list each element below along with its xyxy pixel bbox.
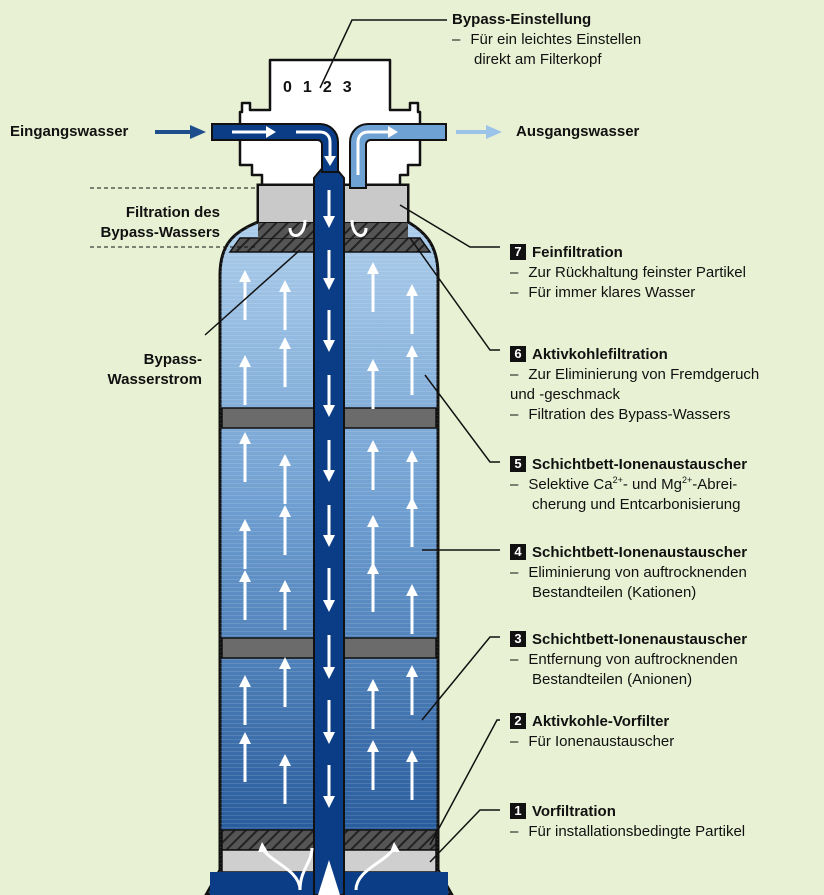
bypass-curl-arrows — [288, 219, 368, 237]
stage-3-number: 3 — [510, 631, 526, 647]
bypass-setting-desc-2: direkt am Filterkopf — [474, 51, 602, 68]
filter-head — [238, 58, 422, 187]
up-arrow — [406, 665, 418, 715]
stage-4-title: Schichtbett-Ionenaustauscher — [532, 544, 748, 561]
tube-inlet — [318, 860, 340, 895]
up-arrow — [279, 754, 291, 804]
up-arrow — [367, 562, 379, 612]
bypass-flow-label: Bypass- Wasserstrom — [107, 351, 202, 388]
stage-3-title: Schichtbett-Ionenaustauscher — [532, 631, 748, 648]
up-arrow — [406, 750, 418, 800]
up-arrow — [279, 657, 291, 707]
dial-value-1: 1 — [302, 79, 323, 96]
up-arrow — [367, 440, 379, 490]
leader-lines — [204, 19, 500, 863]
bypass-setting-title: Bypass-Einstellung — [452, 11, 592, 28]
stage-2-number: 2 — [510, 713, 526, 729]
up-arrow — [279, 505, 291, 555]
up-arrow — [279, 454, 291, 504]
stage-1-title: Vorfiltration — [532, 803, 616, 820]
stage-7-number: 7 — [510, 244, 526, 260]
up-arrow — [239, 432, 251, 482]
bypass-dial[interactable]: 0123 — [283, 78, 363, 98]
stage-5-number: 5 — [510, 456, 526, 472]
up-arrow — [279, 280, 291, 330]
input-pipe — [211, 123, 339, 173]
pipe-flow-arrows — [232, 126, 398, 175]
up-arrow — [279, 580, 291, 630]
input-water-label: Eingangswasser — [10, 123, 129, 140]
bypass-filtration-label: Filtration des Bypass-Wassers — [100, 204, 220, 241]
up-arrow — [367, 515, 379, 565]
up-arrow — [239, 675, 251, 725]
up-arrow — [239, 732, 251, 782]
bottom-curl-arrows — [258, 842, 400, 891]
up-arrow — [239, 570, 251, 620]
stage-4-number: 4 — [510, 544, 526, 560]
up-arrow — [239, 519, 251, 569]
output-pipe — [349, 123, 447, 189]
up-arrow — [406, 345, 418, 395]
dial-value-3: 3 — [342, 79, 363, 96]
up-arrow — [367, 262, 379, 312]
bypass-setting-desc-1: Für ein leichtes Einstellen — [470, 31, 642, 48]
stage-6-title: Aktivkohlefiltration — [532, 346, 668, 363]
up-arrow — [406, 584, 418, 634]
output-arrow — [456, 125, 502, 139]
up-arrow — [406, 284, 418, 334]
housing-up-arrows — [239, 262, 418, 804]
up-arrow — [279, 337, 291, 387]
stage-6-number: 6 — [510, 346, 526, 362]
up-arrow — [406, 450, 418, 500]
up-arrow — [367, 359, 379, 409]
dial-value-0: 0 — [283, 79, 303, 96]
dial-value-2: 2 — [322, 79, 343, 96]
stage-7-title: Feinfiltration — [532, 244, 623, 261]
stage-1-number: 1 — [510, 803, 526, 819]
up-arrow — [367, 740, 379, 790]
up-arrow — [239, 355, 251, 405]
stage-5-title: Schichtbett-Ionenaustauscher — [532, 456, 748, 473]
stage-2-title: Aktivkohle-Vorfilter — [532, 713, 670, 730]
output-water-label: Ausgangswasser — [516, 123, 640, 140]
tube-down-arrows — [323, 190, 335, 808]
up-arrow — [367, 679, 379, 729]
input-arrow — [155, 125, 206, 139]
up-arrow — [406, 497, 418, 547]
bypass-setting-label: Bypass-Einstellung –Für ein leichtes Ein… — [452, 11, 642, 68]
